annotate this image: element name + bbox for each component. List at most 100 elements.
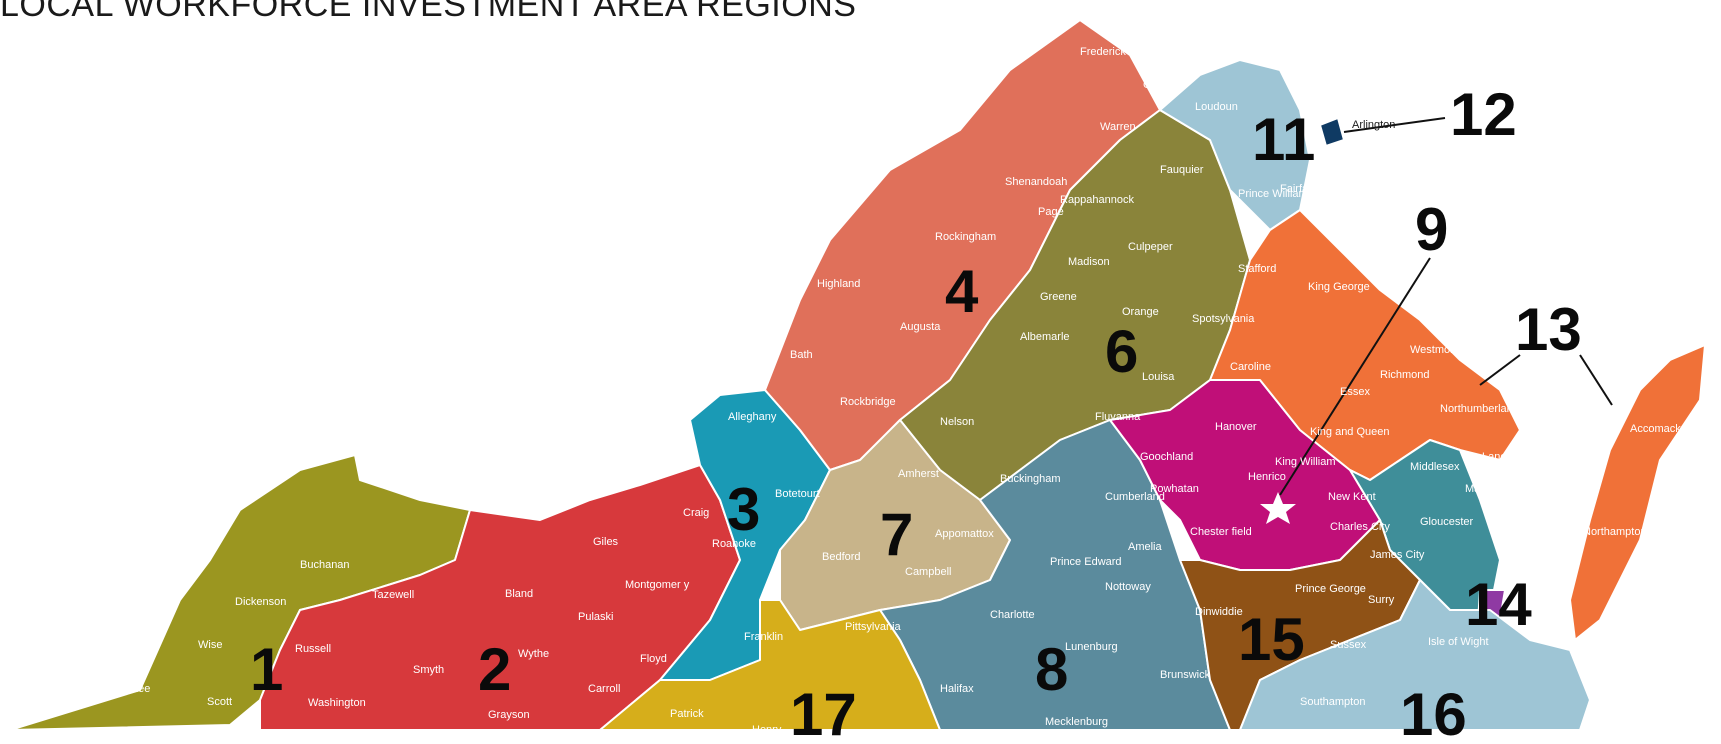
- county-russell: Russell: [295, 643, 331, 655]
- region-13-shape[interactable]: [1209, 209, 1521, 481]
- county-charles-city: Charles City: [1330, 521, 1390, 533]
- county-goochland: Goochland: [1140, 451, 1193, 463]
- county-spotsylvania: Spotsylvania: [1192, 313, 1255, 325]
- region-number-13: 13: [1515, 296, 1582, 363]
- county-stafford: Stafford: [1238, 263, 1276, 275]
- county-prince-george: Prince George: [1295, 583, 1366, 595]
- region-number-17: 17: [790, 681, 857, 744]
- county-henry: Henry: [752, 724, 782, 736]
- county-bath: Bath: [790, 349, 813, 361]
- county-loudoun: Loudoun: [1195, 101, 1238, 113]
- region-number-16: 16: [1400, 681, 1467, 744]
- region-number-3: 3: [727, 476, 760, 543]
- region-11-shape[interactable]: [1159, 59, 1311, 231]
- county-tazewell: Tazewell: [372, 589, 414, 601]
- county-james-city: James City: [1370, 549, 1425, 561]
- county-fairfax: Fairfax: [1280, 183, 1314, 195]
- county-amelia: Amelia: [1128, 541, 1163, 553]
- county-page: Page: [1038, 206, 1064, 218]
- county-king-william: King William: [1275, 456, 1336, 468]
- county-brunswick: Brunswick: [1160, 669, 1211, 681]
- county-isle-of-wight: Isle of Wight: [1428, 636, 1489, 648]
- county-lunenburg: Lunenburg: [1065, 641, 1118, 653]
- county-westmoreland: Westmoreland: [1410, 344, 1481, 356]
- county-louisa: Louisa: [1142, 371, 1175, 383]
- leader-line-13b: [1579, 354, 1613, 406]
- county-bland: Bland: [505, 588, 533, 600]
- county-warren: Warren: [1100, 121, 1136, 133]
- county-madison: Madison: [1068, 256, 1110, 268]
- county-rockingham: Rockingham: [935, 231, 996, 243]
- county-washington: Washington: [308, 697, 366, 709]
- county-buchanan: Buchanan: [300, 559, 350, 571]
- county-greene: Greene: [1040, 291, 1077, 303]
- region-13-eastern-shore[interactable]: [1569, 344, 1706, 641]
- county-lancaster: Lancaster: [1482, 451, 1531, 463]
- county-giles: Giles: [593, 536, 619, 548]
- county-botetourt: Botetourt: [775, 488, 820, 500]
- leader-line-13a: [1479, 354, 1521, 386]
- county-new-kent: New Kent: [1328, 491, 1376, 503]
- county-prince-edward: Prince Edward: [1050, 556, 1122, 568]
- county-wythe: Wythe: [518, 648, 549, 660]
- region-17-shape[interactable]: [599, 599, 941, 731]
- county-accomack: Accomack: [1630, 423, 1681, 435]
- region-number-2: 2: [478, 636, 511, 703]
- county-franklin: Franklin: [744, 631, 783, 643]
- region-number-8: 8: [1035, 636, 1068, 703]
- county-essex: Essex: [1340, 386, 1370, 398]
- county-culpeper: Culpeper: [1128, 241, 1173, 253]
- county-mecklenburg: Mecklenburg: [1045, 716, 1108, 728]
- region-number-6: 6: [1105, 318, 1138, 385]
- region-number-7: 7: [880, 501, 913, 568]
- county-dinwiddie: Dinwiddie: [1195, 606, 1243, 618]
- county-nottoway: Nottoway: [1105, 581, 1151, 593]
- county-sussex: Sussex: [1330, 639, 1367, 651]
- county-prince-william: Prince William: [1238, 188, 1308, 200]
- county-powhatan: Powhatan: [1150, 483, 1199, 495]
- county-highland: Highland: [817, 278, 860, 290]
- county-nelson: Nelson: [940, 416, 974, 428]
- region-number-1: 1: [250, 636, 283, 703]
- county-appomattox: Appomattox: [935, 528, 994, 540]
- county-carroll: Carroll: [588, 683, 620, 695]
- county-caroline: Caroline: [1230, 361, 1271, 373]
- region-16-shape[interactable]: [1239, 579, 1591, 731]
- leader-line-9: [1279, 257, 1431, 496]
- county-richmond: Richmond: [1380, 369, 1430, 381]
- region-number-12: 12: [1450, 81, 1517, 148]
- region-3-shape[interactable]: [659, 389, 831, 681]
- county-arlington: Arlington: [1352, 119, 1395, 131]
- county-charlotte: Charlotte: [990, 609, 1035, 621]
- county-henrico: Henrico: [1248, 471, 1286, 483]
- region-number-4: 4: [945, 258, 979, 325]
- county-dickenson: Dickenson: [235, 596, 286, 608]
- county-mathews: Mathews: [1465, 483, 1510, 495]
- county-frederick: Frederick: [1080, 46, 1126, 58]
- county-orange: Orange: [1122, 306, 1159, 318]
- county-patrick: Patrick: [670, 708, 704, 720]
- county-buckingham: Buckingham: [1000, 473, 1061, 485]
- region-number-15: 15: [1238, 606, 1305, 673]
- county-gloucester: Gloucester: [1420, 516, 1474, 528]
- county-montgomery: Montgomer y: [625, 579, 690, 591]
- region-12-shape[interactable]: [1319, 117, 1345, 147]
- county-lee: Lee: [132, 683, 150, 695]
- county-fauquier: Fauquier: [1160, 164, 1204, 176]
- region-number-11: 11: [1252, 106, 1315, 173]
- county-bedford: Bedford: [822, 551, 861, 563]
- county-middlesex: Middlesex: [1410, 461, 1460, 473]
- county-northampton: Northampton: [1583, 526, 1647, 538]
- county-clarke: Clarke: [1143, 79, 1175, 91]
- region-number-14: 14: [1465, 571, 1532, 638]
- region-number-9: 9: [1415, 196, 1448, 263]
- county-smyth: Smyth: [413, 664, 444, 676]
- county-king-george: King George: [1308, 281, 1370, 293]
- county-king-and-queen: King and Queen: [1310, 426, 1390, 438]
- county-craig: Craig: [683, 507, 709, 519]
- capital-star-icon: [1260, 492, 1296, 524]
- county-hanover: Hanover: [1215, 421, 1257, 433]
- county-augusta: Augusta: [900, 321, 941, 333]
- leader-line-12: [1343, 117, 1446, 133]
